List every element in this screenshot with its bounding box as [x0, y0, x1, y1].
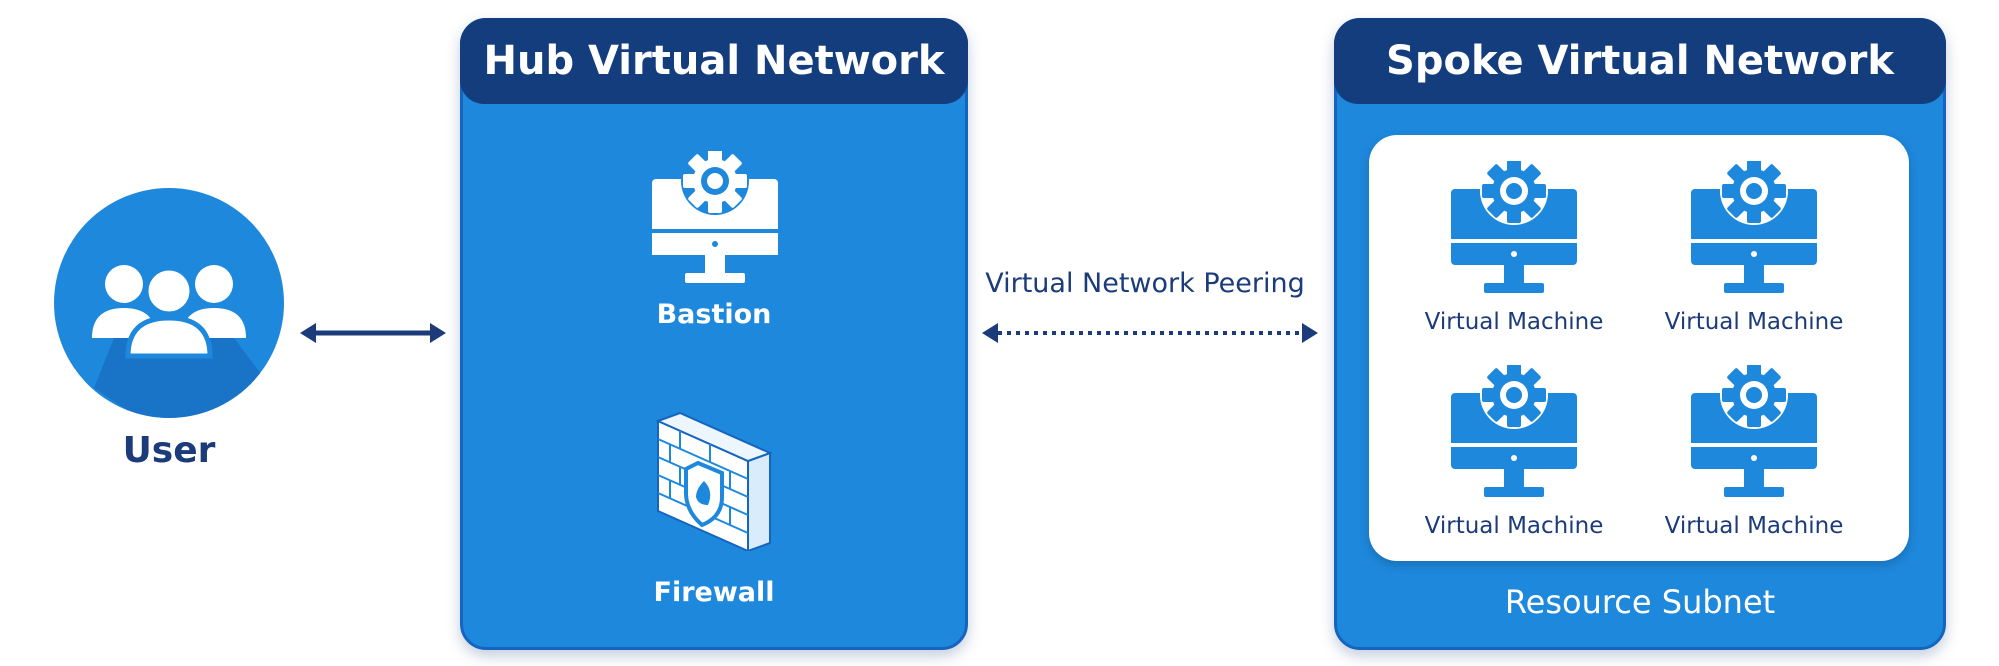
monitor-gear-icon: [1691, 361, 1817, 497]
dotted-bidirectional-arrow-icon: [982, 323, 1318, 343]
virtual-machine-label: Virtual Machine: [1664, 309, 1844, 335]
virtual-machine-label: Virtual Machine: [1424, 309, 1604, 335]
virtual-machine-label: Virtual Machine: [1664, 513, 1844, 539]
bastion-label: Bastion: [656, 299, 772, 330]
bidirectional-arrow-icon: [300, 323, 446, 343]
monitor-gear-icon: [1691, 157, 1817, 293]
spoke-virtual-network: Spoke Virtual Network: [1334, 18, 1946, 650]
resource-subnet-label: Resource Subnet: [1504, 583, 1776, 621]
monitor-gear-icon: [652, 151, 778, 283]
peering-label: Virtual Network Peering: [985, 268, 1305, 299]
user-label: User: [122, 430, 216, 471]
hub-title: Hub Virtual Network: [460, 18, 968, 104]
monitor-gear-icon: [1451, 361, 1577, 497]
firewall-icon: [655, 411, 773, 551]
spoke-title: Spoke Virtual Network: [1334, 18, 1946, 104]
virtual-machine-label: Virtual Machine: [1424, 513, 1604, 539]
user-circle: [54, 188, 284, 418]
virtual-machine: Virtual Machine: [1399, 361, 1629, 539]
resource-subnet-box: Virtual Machine: [1369, 135, 1909, 561]
virtual-machine: Virtual Machine: [1399, 157, 1629, 335]
virtual-machine: Virtual Machine: [1639, 157, 1869, 335]
hub-virtual-network: Hub Virtual Network Bastion: [460, 18, 968, 650]
firewall-label: Firewall: [653, 577, 775, 608]
virtual-machine: Virtual Machine: [1639, 361, 1869, 539]
users-icon: [92, 265, 284, 418]
monitor-gear-icon: [1451, 157, 1577, 293]
